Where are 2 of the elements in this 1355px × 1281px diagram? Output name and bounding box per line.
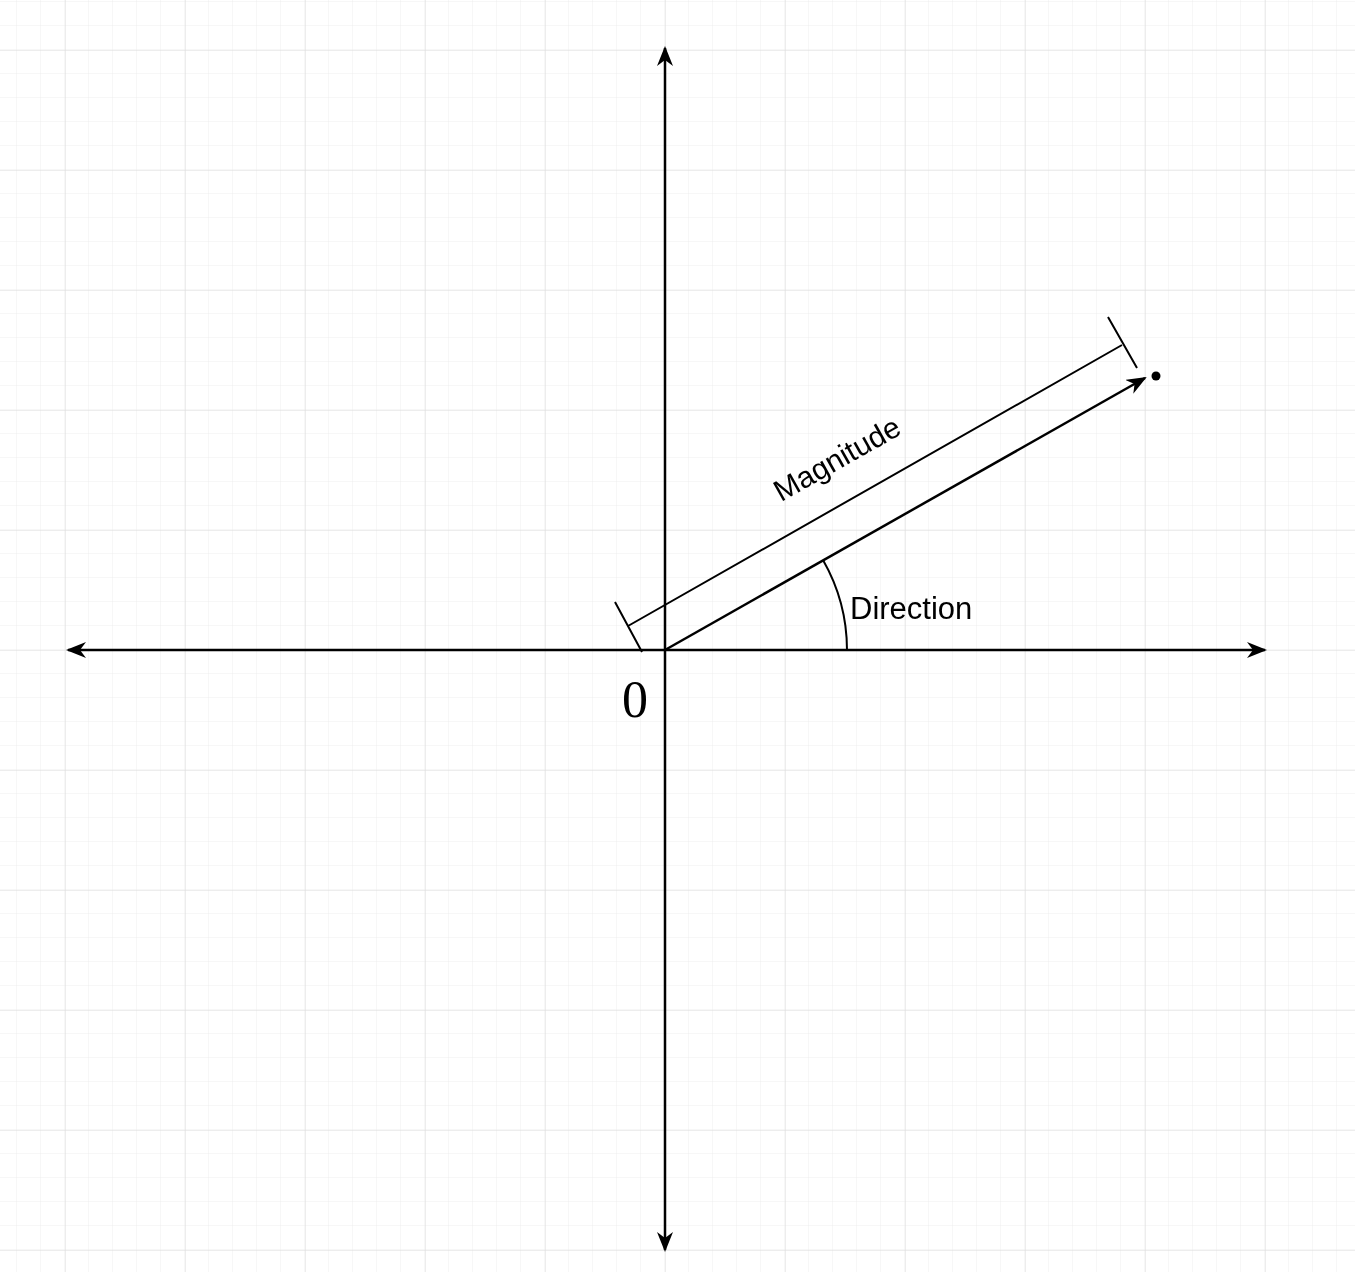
origin-label: 0 xyxy=(622,670,648,729)
direction-label: Direction xyxy=(850,591,973,627)
